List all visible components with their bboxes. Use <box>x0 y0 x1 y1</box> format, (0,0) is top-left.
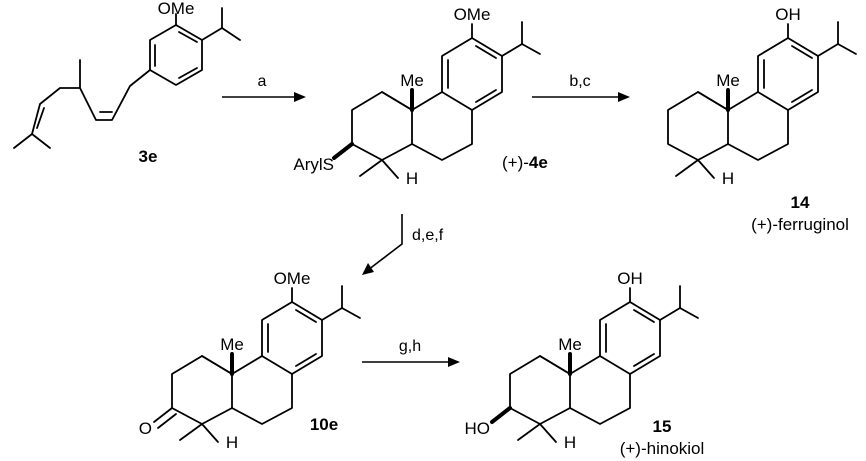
arrow-step-bc: b,c <box>532 73 630 102</box>
compound-3e: OMe 3e <box>13 0 241 166</box>
4e-prefix: (+)- <box>502 153 529 172</box>
15-oh-label: OH <box>617 269 643 288</box>
14-h-label: H <box>722 169 734 188</box>
compound-4e: OMe Me ArylS H (+)-4e <box>293 5 547 188</box>
4e-ome-label: OMe <box>454 5 491 24</box>
compound-10e: OMe Me O H 10e <box>139 269 362 452</box>
4e-aryls-label: ArylS <box>293 155 334 174</box>
condition-a: a <box>258 73 267 90</box>
condition-gh: g,h <box>399 338 421 355</box>
14-compound-name: (+)-ferruginol <box>751 215 849 234</box>
10e-ome-label: OMe <box>274 269 311 288</box>
14-me-label: Me <box>716 71 740 90</box>
4e-compound-label: (+)-4e <box>502 153 548 172</box>
condition-def: d,e,f <box>412 227 444 244</box>
condition-bc: b,c <box>569 73 590 90</box>
15-compound-name: (+)-hinokiol <box>620 439 705 458</box>
10e-o-label: O <box>139 419 152 438</box>
10e-me-label: Me <box>220 335 244 354</box>
10e-h-label: H <box>226 433 238 452</box>
compound-14: OH Me H 14 (+)-ferruginol <box>666 5 858 234</box>
arrow-step-gh: g,h <box>362 338 460 367</box>
10e-compound-label: 10e <box>310 415 338 434</box>
15-ho-label: HO <box>465 419 491 438</box>
14-compound-label: 14 <box>791 193 810 212</box>
15-compound-label: 15 <box>653 417 672 436</box>
3e-ome-label: OMe <box>158 0 195 18</box>
arrow-step-def: d,e,f <box>362 214 444 275</box>
arrow-step-a: a <box>222 73 306 102</box>
4e-h-label: H <box>406 169 418 188</box>
15-me-label: Me <box>558 335 582 354</box>
compound-15: OH Me HO H 15 (+)-hinokiol <box>465 269 705 458</box>
4e-me-label: Me <box>400 71 424 90</box>
3e-compound-label: 3e <box>139 147 158 166</box>
4e-label: 4e <box>529 153 548 172</box>
14-oh-label: OH <box>775 5 801 24</box>
15-h-label: H <box>564 433 576 452</box>
